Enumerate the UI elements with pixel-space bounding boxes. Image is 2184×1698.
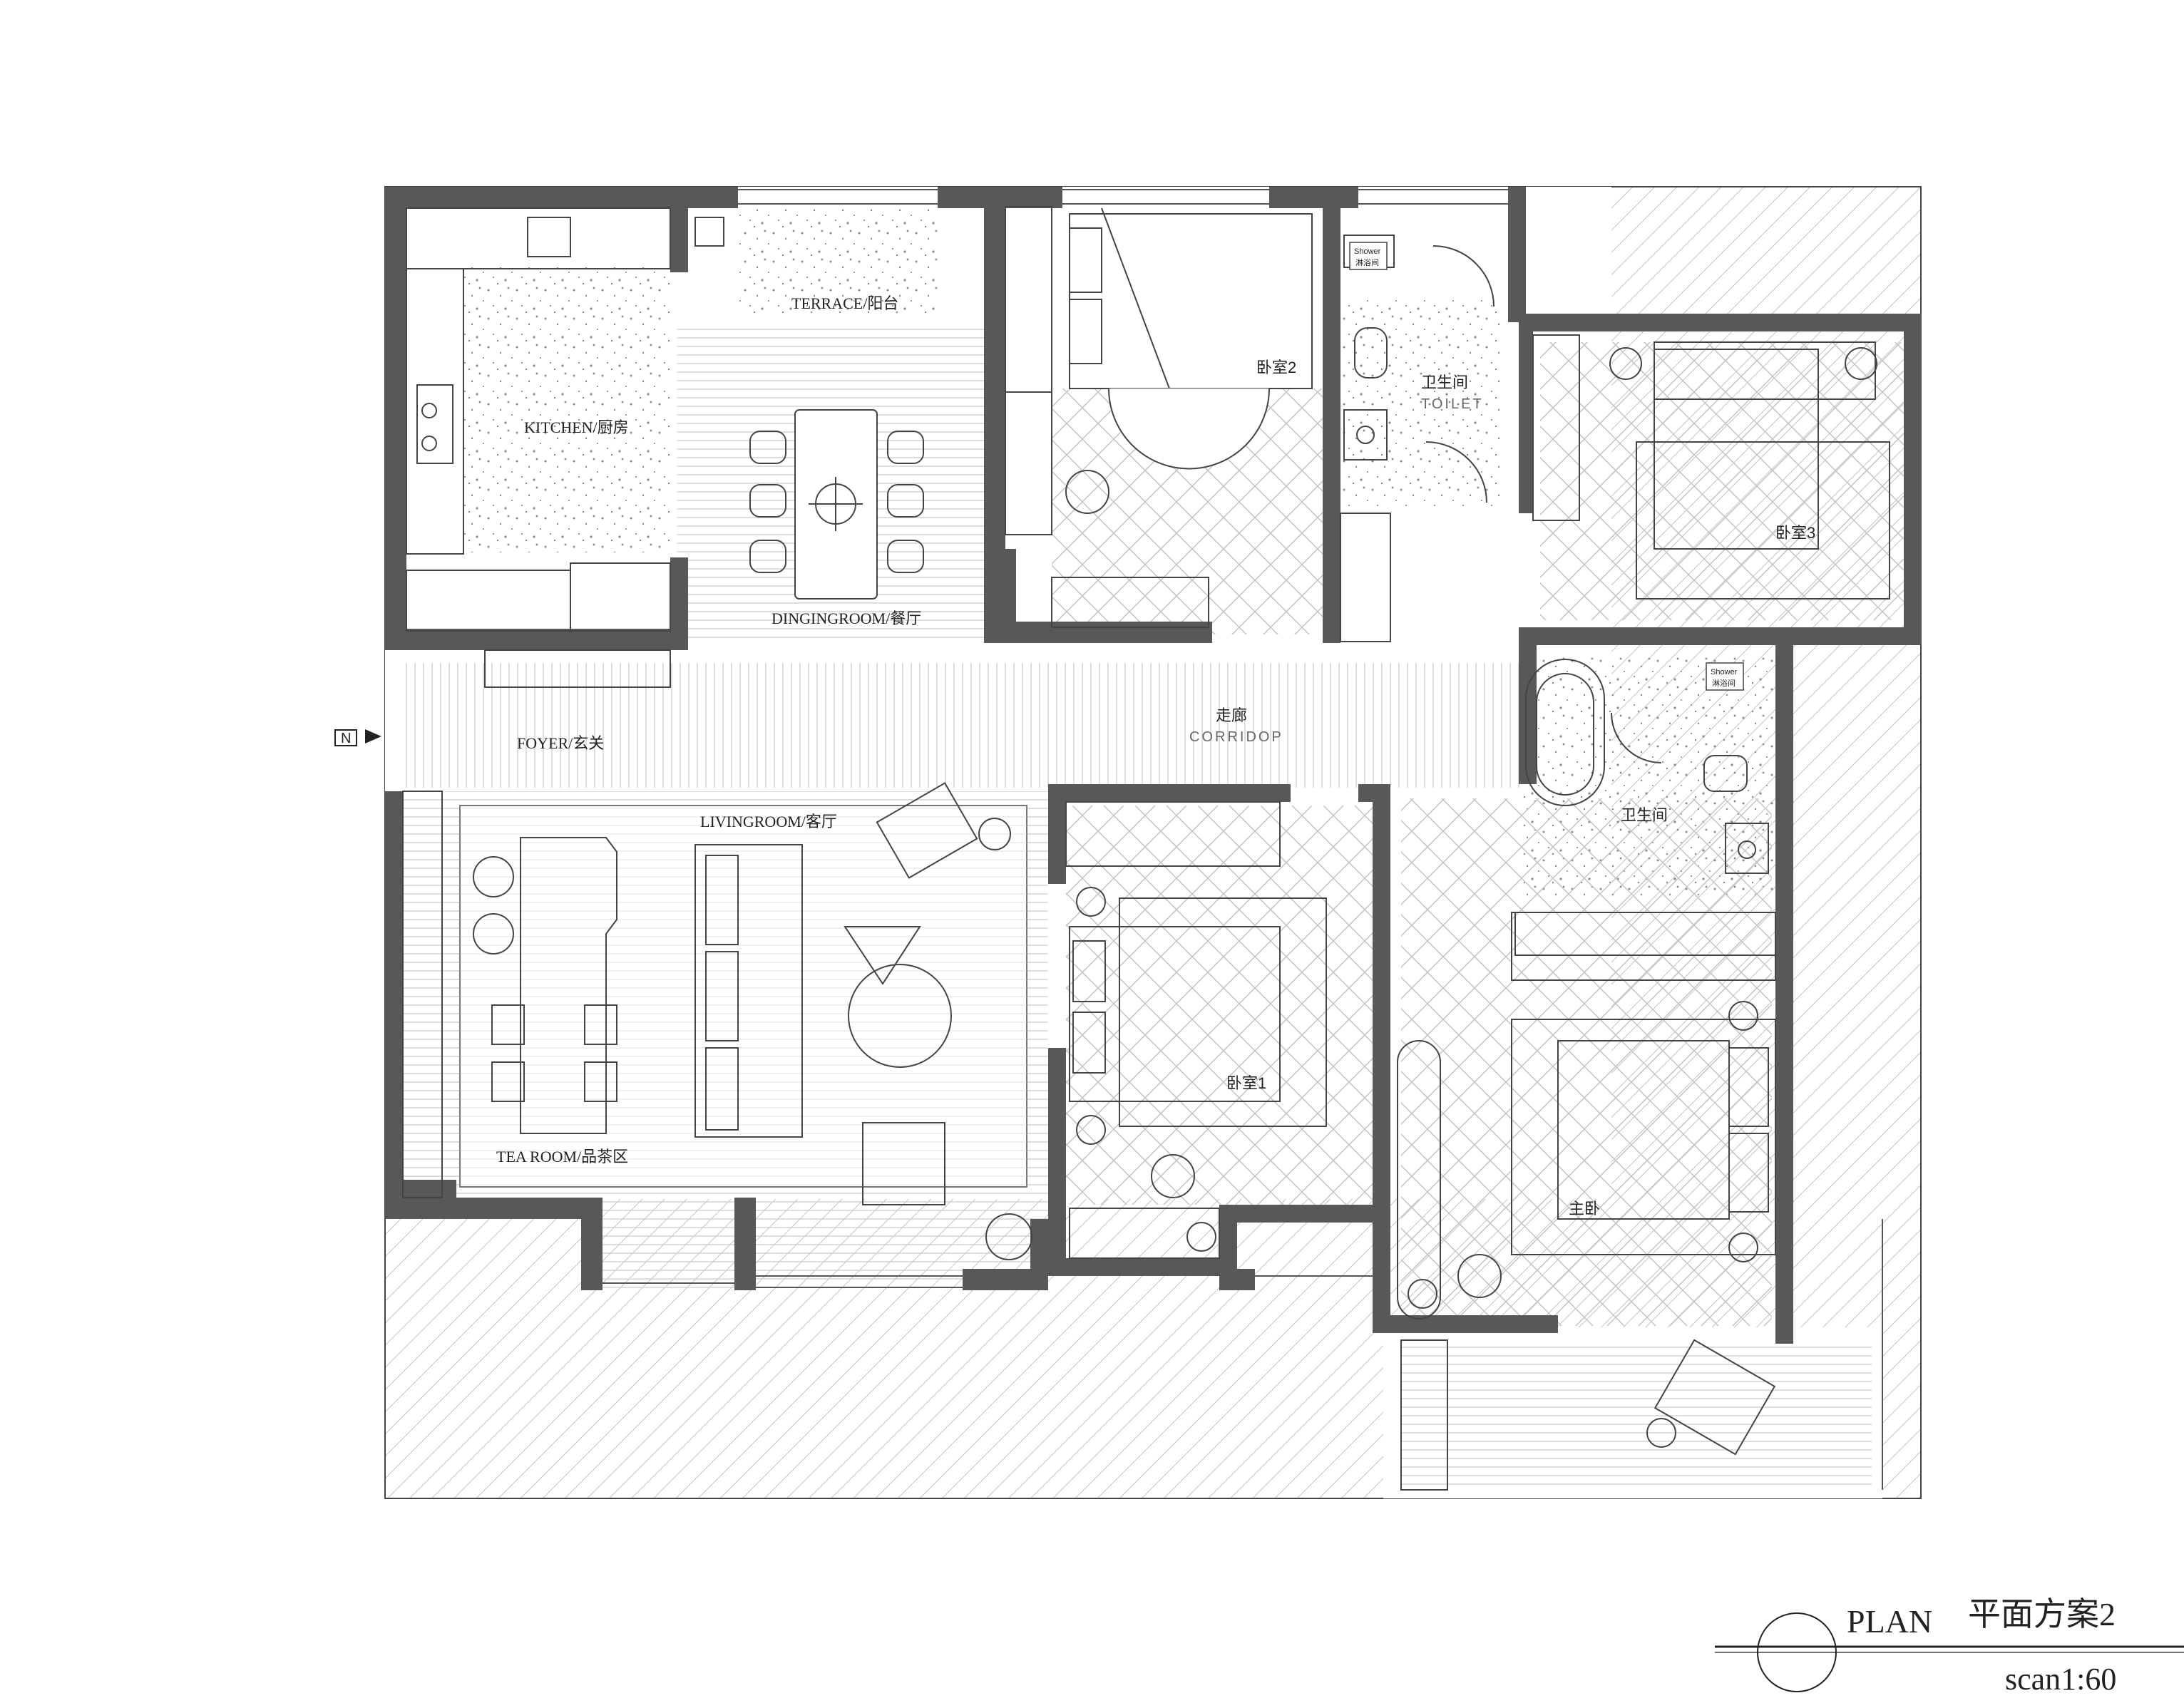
label-shower1: Shower — [1354, 247, 1381, 256]
label-shower2-cn: 淋浴间 — [1712, 679, 1736, 688]
label-shower1-cn: 淋浴间 — [1355, 258, 1379, 267]
floor-finishes — [399, 207, 1904, 1490]
label-master: 主卧 — [1569, 1200, 1600, 1218]
title-block: PLAN 平面方案2 scan1:60 — [1715, 1596, 2184, 1697]
shower2-tag — [1706, 662, 1744, 691]
room-labels: KITCHEN/厨房 TERRACE/阳台 DINGINGROOM/餐厅 卧室2… — [496, 242, 1815, 1218]
label-kitchen: KITCHEN/厨房 — [524, 418, 629, 436]
label-bath2: 卫生间 — [1621, 806, 1668, 824]
label-corridor-cn: 走廊 — [1216, 706, 1247, 724]
label-living: LIVINGROOM/客厅 — [700, 813, 837, 830]
label-tearoom: TEA ROOM/品茶区 — [496, 1148, 628, 1166]
title-plan-label: PLAN — [1847, 1603, 1932, 1640]
windows — [387, 189, 1919, 1490]
label-toilet-en: TOILET — [1421, 396, 1484, 412]
label-bedroom1: 卧室1 — [1226, 1074, 1266, 1092]
label-bedroom2: 卧室2 — [1256, 359, 1296, 376]
label-corridor-en: CORRIDOP — [1189, 729, 1283, 745]
title-scale: scan1:60 — [2005, 1662, 2116, 1697]
label-foyer: FOYER/玄关 — [517, 734, 604, 752]
walls — [385, 187, 1922, 1344]
shower1-tag — [1349, 242, 1388, 270]
label-bedroom3: 卧室3 — [1775, 524, 1815, 542]
label-shower2: Shower — [1711, 668, 1738, 676]
label-terrace: TERRACE/阳台 — [791, 294, 898, 312]
label-dining: DINGINGROOM/餐厅 — [771, 609, 921, 627]
furniture-outlines — [402, 206, 1890, 1491]
label-toilet-cn: 卫生间 — [1421, 374, 1468, 391]
title-scheme: 平面方案2 — [1968, 1596, 2116, 1632]
entry-arrow: N — [334, 729, 381, 746]
entry-marker: N — [341, 731, 351, 746]
